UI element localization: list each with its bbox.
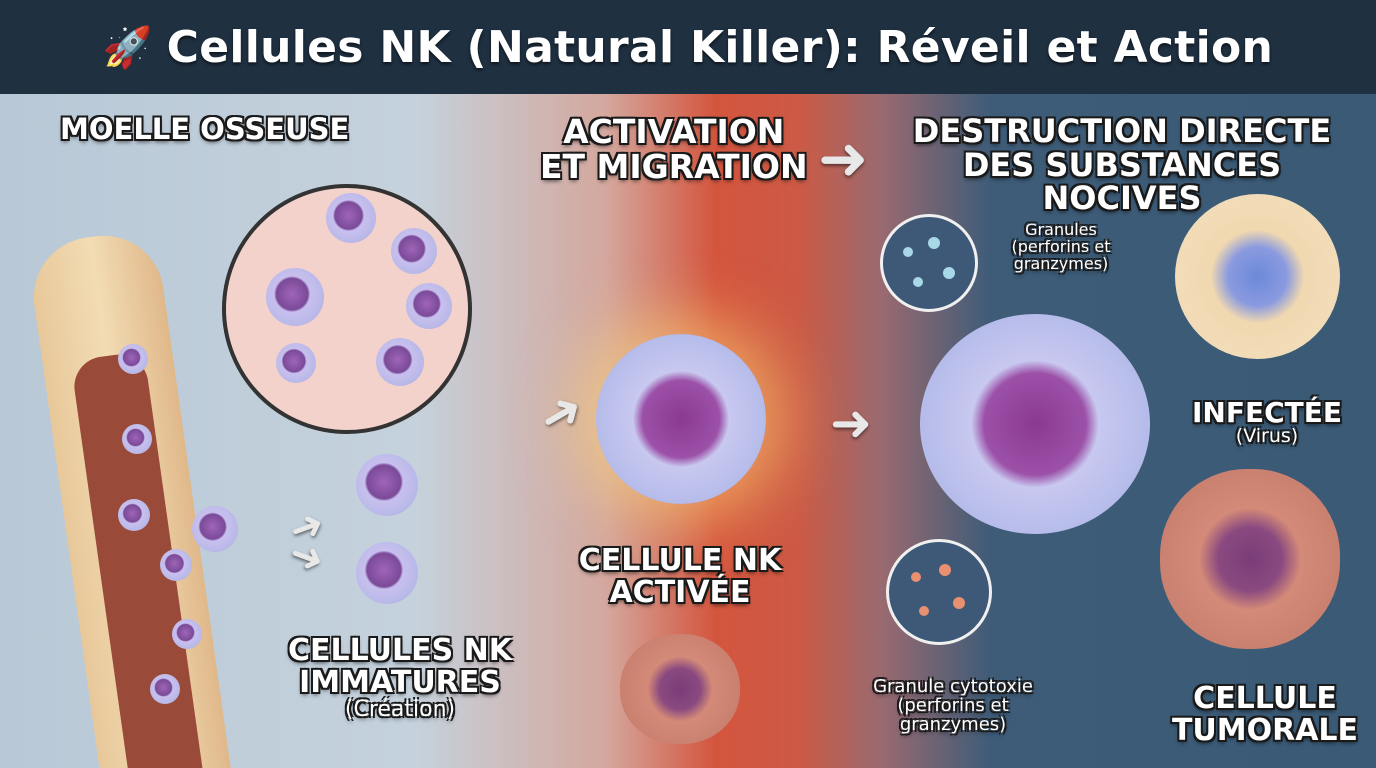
granule-dot <box>919 606 929 616</box>
nk-cell <box>376 338 424 386</box>
immature-nk-cell <box>356 542 418 604</box>
nk-cell <box>118 499 150 531</box>
granule-dot <box>943 267 955 279</box>
nk-cell <box>150 674 180 704</box>
granule-dot <box>953 597 965 609</box>
destruction-label: DESTRUCTION DIRECTE DES SUBSTANCES NOCIV… <box>912 112 1332 218</box>
nk-cell <box>326 193 376 243</box>
header-bar: 🚀 Cellules NK (Natural Killer): Réveil e… <box>0 0 1376 94</box>
granules-zoom-bottom <box>886 539 992 645</box>
nk-cell <box>118 344 148 374</box>
arrow-right-icon: ➜ <box>283 529 331 585</box>
infected-label: INFECTÉE (Virus) <box>1192 396 1343 448</box>
infected-cell <box>1175 194 1340 359</box>
bone-marrow-label: MOELLE OSSEUSE <box>60 112 350 146</box>
granule-dot <box>911 572 921 582</box>
tumor-cell <box>1160 469 1340 649</box>
marrow-zoom-circle <box>222 184 472 434</box>
rocket-icon: 🚀 <box>102 24 153 71</box>
granule-dot <box>903 247 913 257</box>
nk-cell <box>391 228 437 274</box>
nk-cell <box>406 283 452 329</box>
marrow-illustration <box>70 350 217 768</box>
immature-cells-label: CELLULES NK IMMATURES (Création) <box>287 633 513 722</box>
nk-cell <box>172 619 202 649</box>
nk-cell <box>276 343 316 383</box>
tumor-label: CELLULE TUMORALE <box>1171 681 1359 748</box>
nk-cell <box>122 424 152 454</box>
immature-nk-cell <box>356 454 418 516</box>
nk-cell-attacking <box>920 314 1150 534</box>
granule-dot <box>928 237 940 249</box>
granule-dot <box>939 564 951 576</box>
granule-dot <box>913 277 923 287</box>
activated-cell-label: CELLULE NK ACTIVÉE <box>578 543 782 610</box>
stem-cell <box>266 268 324 326</box>
page-title: Cellules NK (Natural Killer): Réveil et … <box>166 21 1274 73</box>
arrow-right-icon: ➜ <box>830 394 872 452</box>
cell-illustration <box>620 634 740 744</box>
activated-nk-cell <box>596 334 766 504</box>
granules-bottom-label: Granule cytotoxie (perforins et granzyme… <box>873 676 1033 735</box>
bone-illustration <box>26 228 244 768</box>
diagram-canvas: ➜ ➜ ➜ ➜ ➜ <box>0 94 1376 768</box>
nk-cell <box>160 549 192 581</box>
arrow-right-icon: ➜ <box>818 124 869 194</box>
immature-nk-cell <box>192 506 238 552</box>
activation-label: ACTIVATION ET MIGRATION <box>540 112 808 186</box>
granules-top-label: Granules (perforins et granzymes) <box>1011 220 1111 273</box>
granules-zoom-top <box>880 214 978 312</box>
